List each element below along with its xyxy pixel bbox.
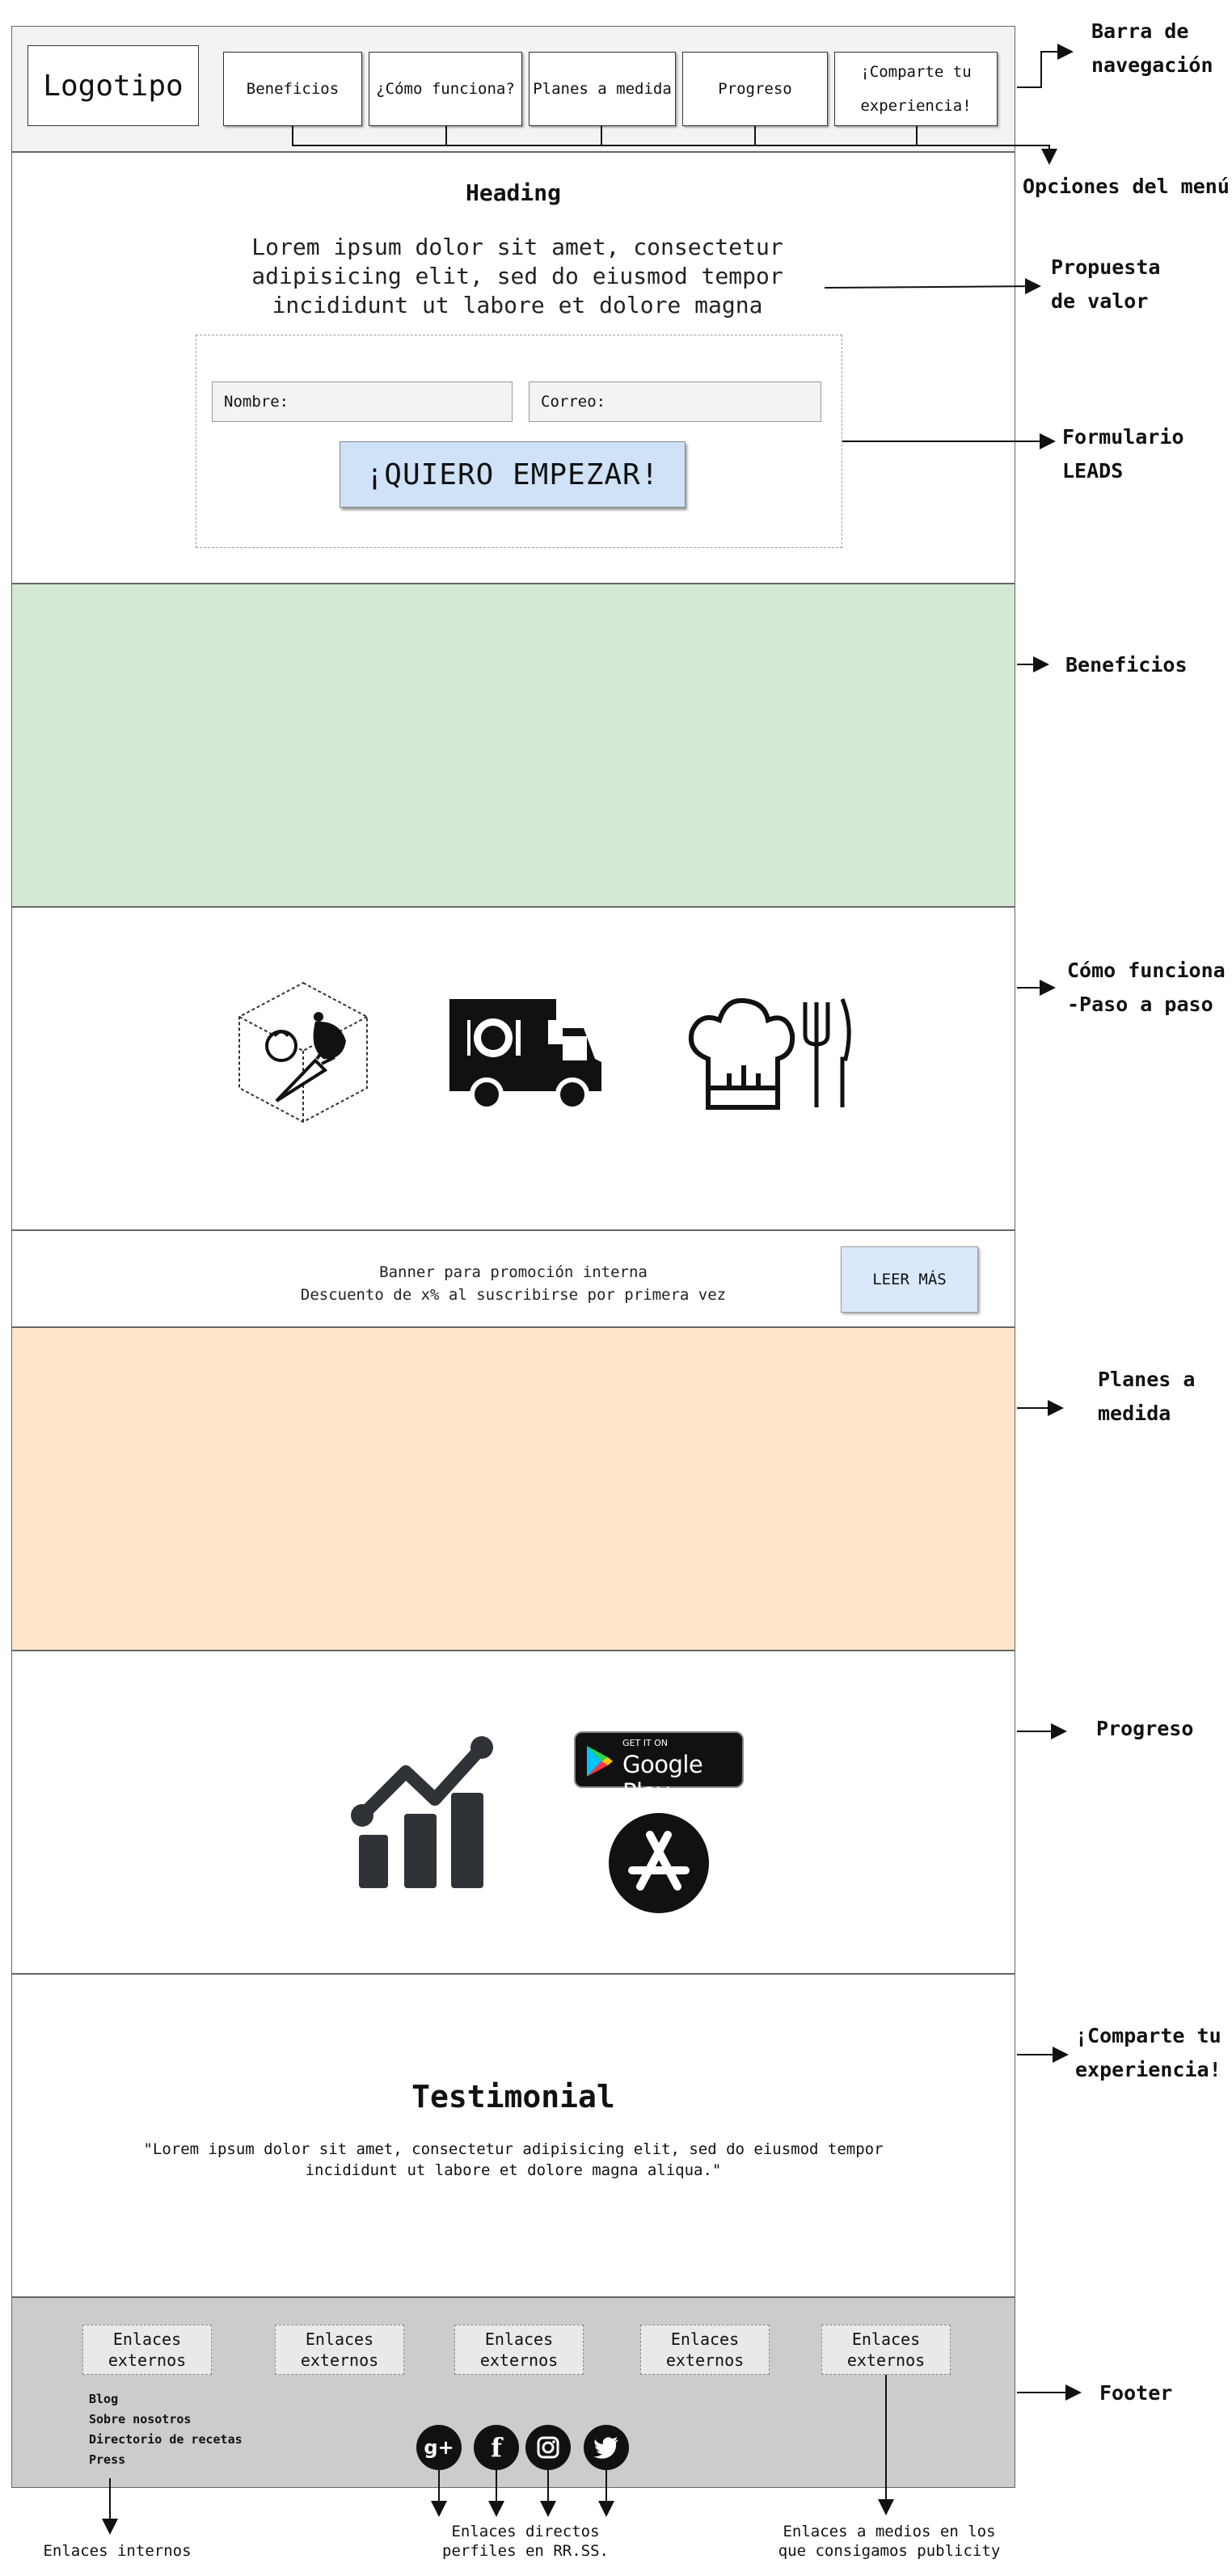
benefits-section xyxy=(11,584,1015,907)
internal-links: Blog Sobre nosotros Directorio de receta… xyxy=(89,2389,243,2470)
external-link-5[interactable]: Enlaces externos xyxy=(821,2325,951,2375)
footer-link-press[interactable]: Press xyxy=(89,2452,126,2467)
growth-chart-icon xyxy=(351,1736,493,1888)
annotation-social-links: Enlaces directos perfiles en RR.SS. xyxy=(442,2523,609,2560)
annotation-plans: Planes a medida xyxy=(1098,1368,1196,1425)
annotation-internal-links: Enlaces internos xyxy=(43,2542,192,2560)
annotation-footer: Footer xyxy=(1099,2381,1173,2405)
food-truck-icon xyxy=(449,999,601,1109)
annotation-menu-options: Opciones del menú xyxy=(1023,175,1230,198)
banner-line-2: Descuento de x% al suscribirse por prime… xyxy=(300,1286,727,1304)
value-proposition: Lorem ipsum dolor sit amet, consectetur … xyxy=(251,234,783,318)
testimonial-section xyxy=(11,1974,1015,2297)
instagram-icon[interactable] xyxy=(525,2425,571,2470)
name-field[interactable]: Nombre: xyxy=(212,382,513,422)
logo[interactable]: Logotipo xyxy=(27,45,199,126)
banner-line-1: Banner para promoción interna xyxy=(379,1263,648,1281)
nav-item-beneficios[interactable]: Beneficios xyxy=(223,52,362,126)
annotation-share: ¡Comparte tu experiencia! xyxy=(1075,2024,1221,2081)
ingredients-box-icon xyxy=(238,981,368,1124)
nav-item-como-funciona[interactable]: ¿Cómo funciona? xyxy=(369,52,522,126)
banner-text: Banner para promoción interna Descuento … xyxy=(243,1261,784,1306)
annotation-media-links: Enlaces a medios en los que consigamos p… xyxy=(778,2523,1001,2560)
nav-item-comparte[interactable]: ¡Comparte tu experiencia! xyxy=(834,52,998,126)
annotation-how-it-works: Cómo funciona -Paso a paso xyxy=(1067,959,1226,1016)
footer-link-about[interactable]: Sobre nosotros xyxy=(89,2412,192,2426)
start-button[interactable]: ¡QUIERO EMPEZAR! xyxy=(340,441,686,508)
nav-item-planes[interactable]: Planes a medida xyxy=(529,52,676,126)
facebook-icon[interactable]: f xyxy=(474,2425,519,2470)
annotation-progress: Progreso xyxy=(1096,1717,1194,1740)
email-field[interactable]: Correo: xyxy=(529,382,821,422)
footer-link-blog[interactable]: Blog xyxy=(89,2392,119,2406)
app-store-icon[interactable] xyxy=(608,1812,710,1914)
google-play-name: Google Play xyxy=(622,1751,703,1806)
external-link-2[interactable]: Enlaces externos xyxy=(275,2325,404,2375)
play-store-icon xyxy=(587,1746,613,1777)
progress-section xyxy=(11,1651,1015,1974)
annotation-lead-form: Formulario LEADS xyxy=(1062,425,1184,483)
external-link-1[interactable]: Enlaces externos xyxy=(82,2325,212,2375)
read-more-button[interactable]: LEER MÁS xyxy=(841,1246,978,1313)
annotation-value-prop: Propuesta de valor xyxy=(1051,255,1161,313)
testimonial-title: Testimonial xyxy=(411,2079,615,2114)
google-plus-icon[interactable]: g+ xyxy=(416,2425,462,2470)
plans-section xyxy=(11,1327,1015,1651)
external-link-3[interactable]: Enlaces externos xyxy=(454,2325,584,2375)
lead-form xyxy=(196,335,842,548)
google-play-top-text: GET IT ON xyxy=(622,1738,669,1748)
testimonial-quote: "Lorem ipsum dolor sit amet, consectetur… xyxy=(143,2140,884,2179)
annotation-benefits: Beneficios xyxy=(1065,653,1188,677)
hero-section xyxy=(11,152,1015,584)
google-play-badge[interactable]: GET IT ON Google Play xyxy=(574,1731,744,1806)
annotation-navbar: Barra de navegación xyxy=(1091,19,1213,77)
external-link-4[interactable]: Enlaces externos xyxy=(640,2325,770,2375)
footer-link-recipes[interactable]: Directorio de recetas xyxy=(89,2432,243,2447)
chef-hat-cutlery-icon xyxy=(689,997,851,1110)
nav-item-progreso[interactable]: Progreso xyxy=(682,52,828,126)
twitter-icon[interactable] xyxy=(584,2425,629,2470)
page-heading: Heading xyxy=(465,179,561,206)
